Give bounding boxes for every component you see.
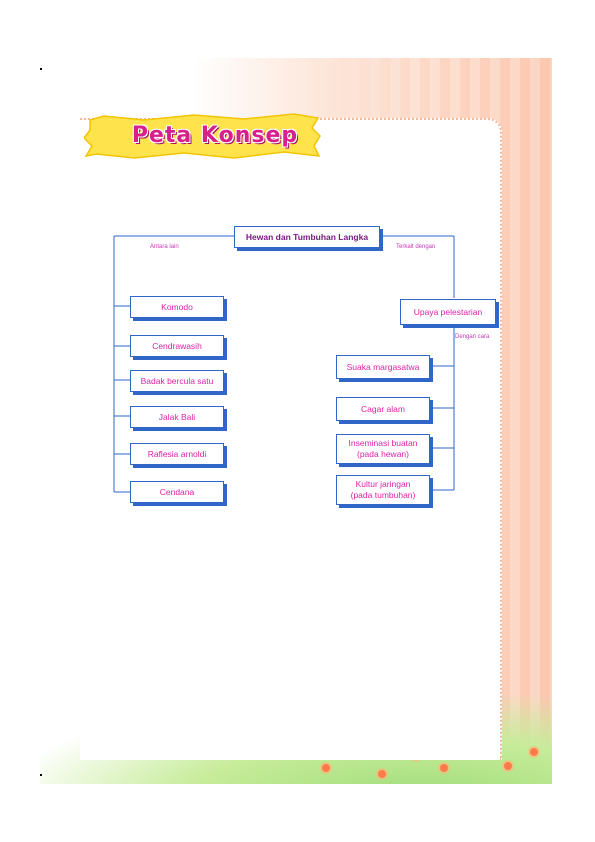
effort-link-label: Dengan cara	[455, 334, 490, 340]
title-banner	[84, 113, 321, 159]
root-concept: Hewan dan Tumbuhan Langka	[234, 226, 380, 248]
example-box: Cendrawasih	[130, 335, 224, 357]
method-box: Kultur jaringan (pada tumbuhan)	[336, 475, 430, 505]
example-box: Komodo	[130, 296, 224, 318]
right-link-label: Terkait dengan	[396, 244, 436, 250]
registration-mark	[40, 774, 42, 776]
method-box: Suaka margasatwa	[336, 355, 430, 379]
flower-decoration	[440, 764, 448, 772]
flower-decoration	[504, 762, 512, 770]
registration-mark	[40, 68, 42, 70]
example-box: Jalak Bali	[130, 406, 224, 428]
method-box: Cagar alam	[336, 397, 430, 421]
method-box: Inseminasi buatan (pada hewan)	[336, 434, 430, 464]
flower-decoration	[378, 770, 386, 778]
effort-box: Upaya pelestarian	[400, 299, 496, 325]
flower-decoration	[530, 748, 538, 756]
left-link-label: Antara lain	[150, 244, 179, 250]
flower-decoration	[322, 764, 330, 772]
content-card	[80, 118, 502, 760]
example-box: Cendana	[130, 481, 224, 503]
example-box: Raflesia arnoldi	[130, 443, 224, 465]
example-box: Badak bercula satu	[130, 370, 224, 392]
page-title: Peta Konsep	[131, 123, 299, 148]
